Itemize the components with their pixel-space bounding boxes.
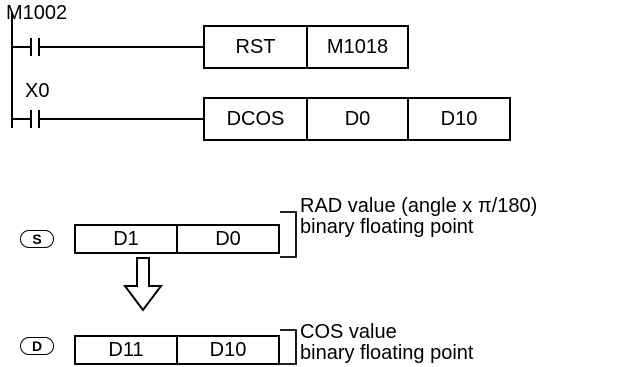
destination-cell-low: D10 [209, 338, 247, 361]
source-description-line2: binary floating point [300, 216, 474, 238]
source-cell-low: D0 [215, 227, 241, 250]
destination-bracket [280, 329, 297, 365]
rung2-operand-instruction: DCOS [226, 107, 285, 130]
destination-badge: D [20, 337, 54, 355]
destination-cell-high: D11 [108, 338, 144, 361]
destination-description-line1: COS value [300, 321, 397, 343]
source-cell-high: D1 [113, 227, 139, 250]
rung2-instruction-box [203, 97, 511, 141]
rung1-operand-instruction: RST [235, 35, 276, 58]
rung1-operand-device: M1018 [326, 35, 389, 58]
rung2-operand-source: D0 [344, 107, 371, 130]
destination-description-line2: binary floating point [300, 342, 474, 364]
source-bracket [280, 211, 297, 258]
rung2-operand-destination: D10 [440, 107, 478, 130]
rung2-contact-label: X0 [25, 80, 50, 102]
source-badge: S [20, 230, 54, 248]
source-description-line1: RAD value (angle x π/180) [300, 195, 538, 217]
rung1-contact-label: M1002 [6, 2, 68, 24]
down-arrow-icon [123, 257, 163, 312]
